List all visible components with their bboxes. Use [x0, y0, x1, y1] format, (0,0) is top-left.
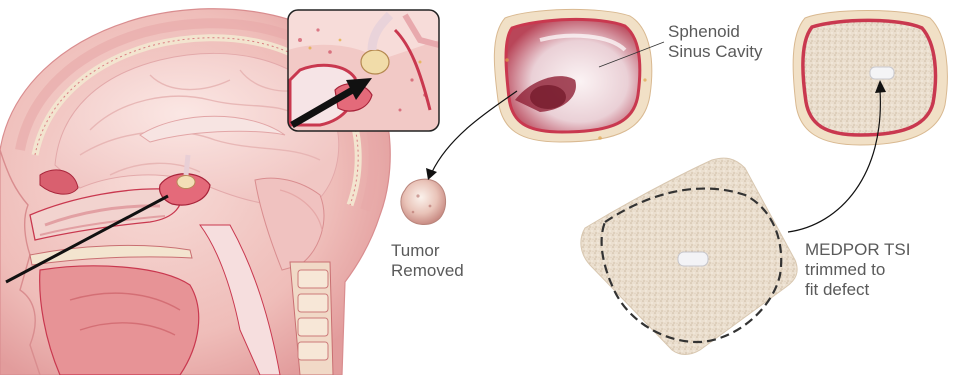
label-line: Removed: [391, 261, 464, 281]
magnified-inset: [288, 10, 439, 131]
label-line: Sphenoid: [668, 22, 762, 42]
label-line: fit defect: [805, 280, 910, 300]
medpor-implant-sheet: [581, 158, 797, 354]
removal-arrow-head: [426, 168, 437, 180]
implant-tab: [678, 252, 708, 266]
label-line: Sinus Cavity: [668, 42, 762, 62]
label-line: trimmed to: [805, 260, 910, 280]
sphenoid-sinus-cavity: [494, 9, 651, 142]
removed-tumor: [401, 179, 446, 224]
pituitary-tumor: [177, 176, 195, 189]
repaired-sinus-cavity: [793, 11, 947, 146]
implant-tab: [870, 67, 894, 79]
sphenoid-sinus-label: Sphenoid Sinus Cavity: [668, 22, 762, 62]
tumor-removed-label: Tumor Removed: [391, 241, 464, 281]
label-line: MEDPOR TSI: [805, 240, 910, 260]
label-line: Tumor: [391, 241, 464, 261]
medpor-label: MEDPOR TSI trimmed to fit defect: [805, 240, 910, 300]
tongue: [40, 266, 199, 375]
